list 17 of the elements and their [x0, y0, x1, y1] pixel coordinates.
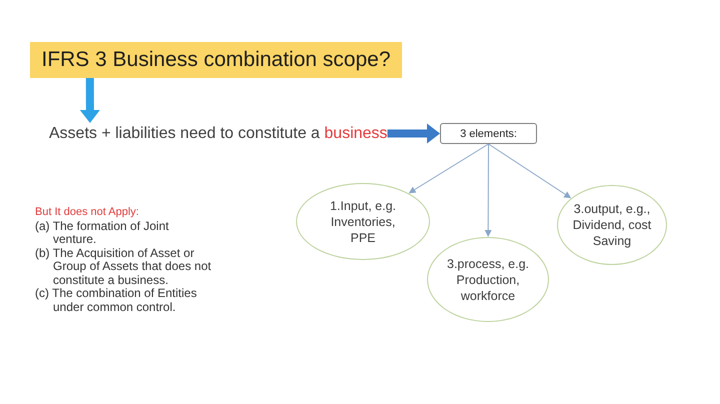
ellipse-text: 3.process, e.g. Production, workforce: [446, 256, 530, 304]
note-heading: But It does not Apply:: [35, 206, 140, 220]
box-label: 3 elements:: [460, 128, 517, 140]
title-banner: [30, 42, 402, 78]
block-arrow: [387, 124, 440, 144]
ellipse-text: 3.output, e.g., Dividend, cost Saving: [572, 201, 652, 249]
statement-text: Assets + liabilities need to constitute a business: [49, 124, 388, 142]
list-item: (c) The combination of Entities under common control.: [35, 287, 198, 314]
list-item: (b) The Acquisition of Asset or Group of Assets that does not constitute a business.: [35, 246, 212, 287]
arrow: [484, 144, 492, 237]
ellipse-text: 1.Input, e.g. Inventories, PPE: [328, 198, 398, 246]
arrow: [488, 144, 572, 198]
label-box: [440, 123, 537, 144]
arrow: [408, 144, 489, 194]
list-item: (a) The formation of Joint venture.: [35, 220, 170, 246]
block-arrow: [80, 78, 100, 123]
title-text: IFRS 3 Business combination scope?: [41, 48, 390, 72]
